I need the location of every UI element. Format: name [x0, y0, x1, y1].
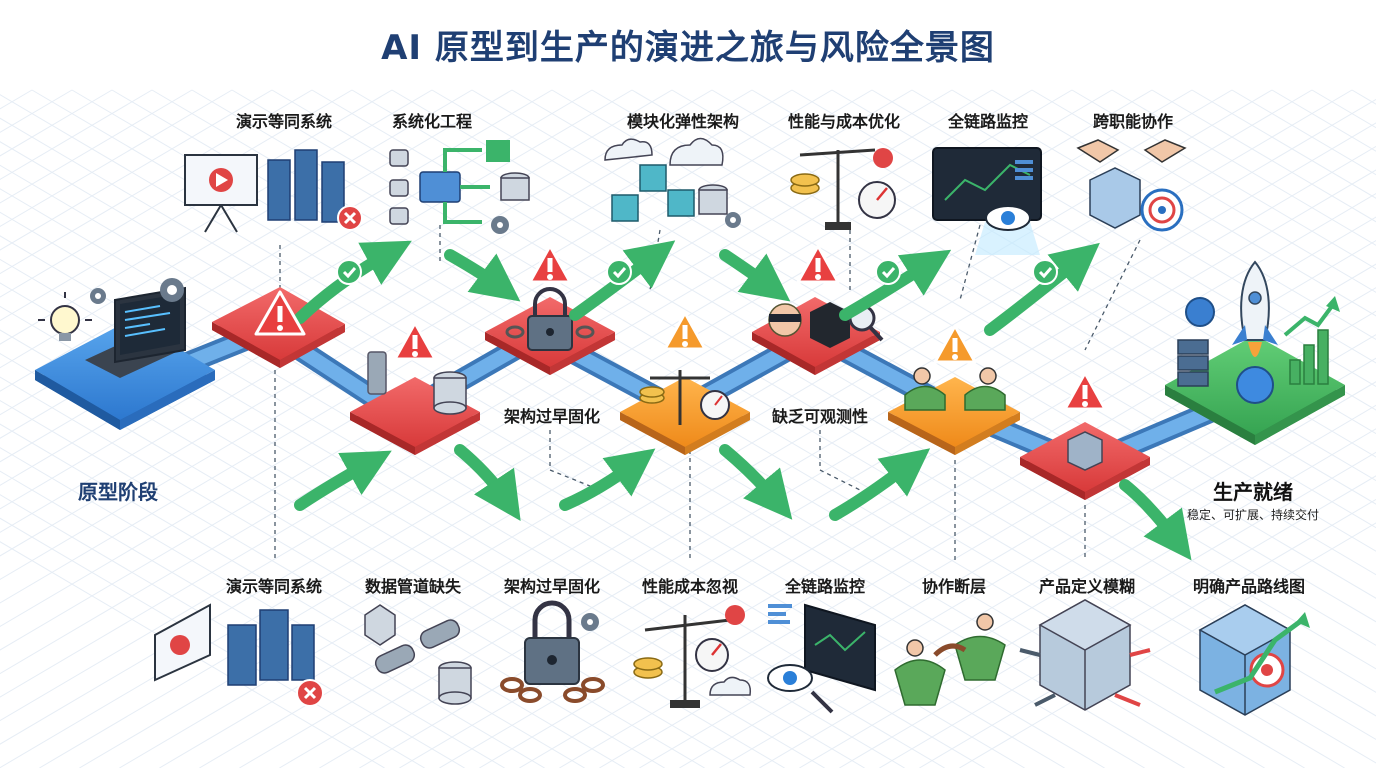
warning-triangle-icon: [393, 321, 437, 361]
risk-platform-5: [1020, 422, 1150, 500]
start-stage-label: 原型阶段: [78, 480, 158, 504]
bottom-label-demo-as-system: 演示等同系统: [225, 577, 323, 596]
bottom-icon-presentation-servers: [154, 603, 324, 707]
bottom-icon-collaboration-gap: [894, 613, 1006, 706]
mid-label-lack-observability: 缺乏可观测性: [771, 407, 869, 426]
bottom-label-missing-pipeline: 数据管道缺失: [364, 577, 462, 596]
top-label-performance-cost: 性能与成本优化: [787, 112, 901, 131]
top-icon-monitoring: [932, 147, 1042, 255]
warning-triangle-icon: [1063, 371, 1107, 411]
top-icon-systematic-engineering: [389, 140, 530, 234]
bottom-label-full-link-monitoring: 全链路监控: [784, 577, 866, 596]
warning-triangle-icons: [254, 244, 1107, 411]
bottom-label-ignored-cost: 性能成本忽视: [641, 577, 739, 596]
warning-triangle-icon: [796, 244, 840, 284]
top-label-systematic-engineering: 系统化工程: [391, 112, 473, 131]
top-icon-scale-cost: [790, 148, 896, 230]
top-label-modular-architecture: 模块化弹性架构: [626, 112, 740, 131]
top-label-full-link-monitoring: 全链路监控: [947, 112, 1029, 131]
warn-platform-2: [888, 367, 1020, 455]
top-label-demo-as-system: 演示等同系统: [235, 112, 333, 131]
bottom-icon-data-pipeline: [364, 604, 472, 705]
check-circle-icons: [336, 259, 1058, 285]
success-arrows: [294, 240, 1192, 561]
warning-triangle-icon: [528, 244, 572, 284]
risk-platform-2: [350, 351, 480, 455]
warn-platform-1: [620, 370, 750, 455]
warning-triangle-icon: [663, 311, 707, 351]
top-icon-collaboration: [1076, 139, 1187, 232]
bottom-label-product-roadmap: 明确产品路线图: [1192, 577, 1306, 596]
bottom-icon-lock-chain: [500, 600, 605, 703]
top-icon-presentation-servers: [184, 149, 363, 233]
bottom-icon-scale-cost: [633, 605, 752, 708]
bottom-label-premature-architecture: 架构过早固化: [503, 577, 601, 596]
end-platform: [1165, 260, 1345, 445]
mid-label-premature-architecture: 架构过早固化: [503, 407, 601, 426]
risk-platform-3: [485, 287, 615, 375]
bottom-icon-product-roadmap: [1198, 604, 1310, 716]
start-platform: [35, 278, 215, 430]
warning-triangle-icon: [933, 324, 977, 364]
top-icon-modular-architecture: [604, 137, 741, 228]
dashed-connectors: [274, 224, 1141, 560]
page-title: AI 原型到生产的演进之旅与风险全景图: [381, 28, 995, 68]
bottom-label-unclear-product: 产品定义模糊: [1038, 577, 1136, 596]
bottom-icon-monitoring: [767, 603, 876, 714]
warning-triangle-icon: [254, 290, 306, 336]
end-stage-label: 生产就绪: [1213, 480, 1293, 504]
risk-platform-4: [752, 297, 884, 375]
top-label-cross-functional: 跨职能协作: [1092, 112, 1174, 131]
bottom-icon-unclear-product: [1019, 599, 1151, 711]
bottom-label-collaboration-gap: 协作断层: [921, 577, 987, 596]
end-stage-subtitle: 稳定、可扩展、持续交付: [1186, 508, 1320, 522]
